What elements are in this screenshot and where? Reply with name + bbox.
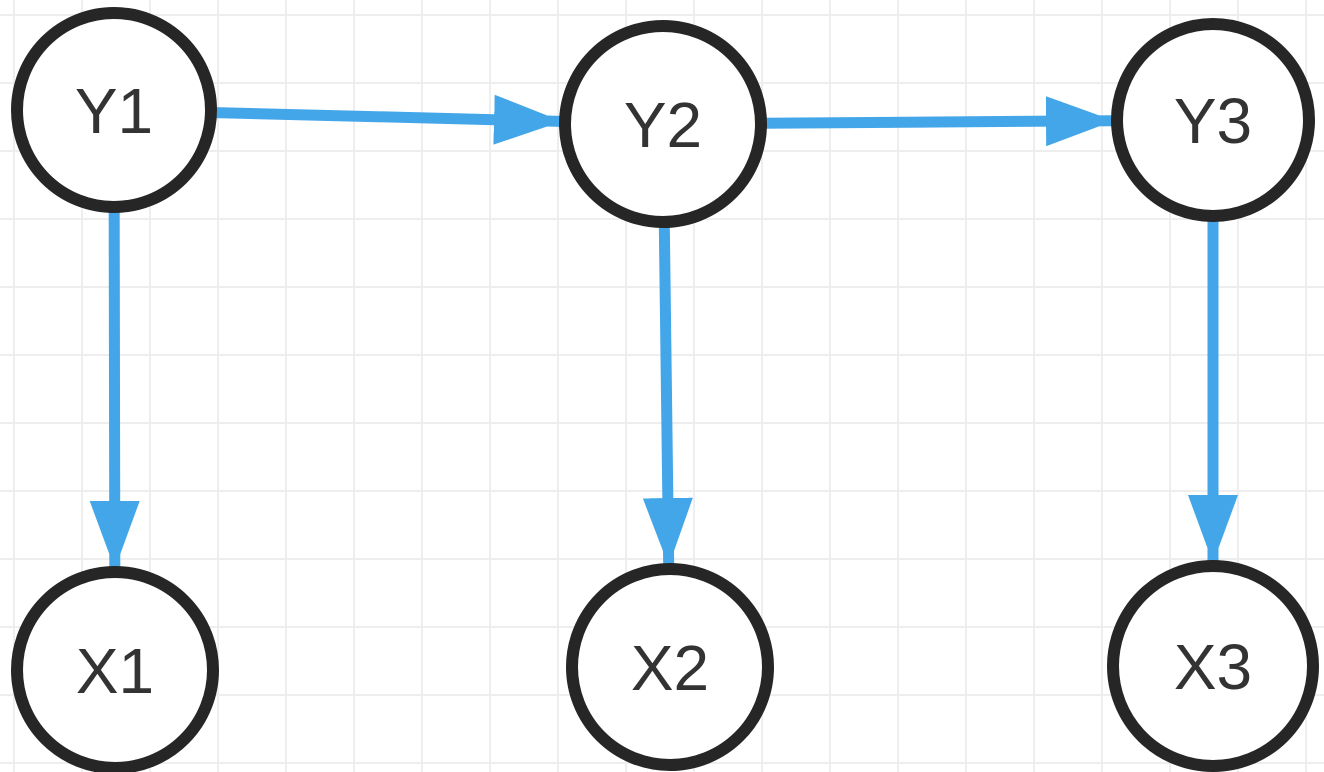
node-Y3[interactable]: Y3 [1111,18,1315,222]
node-Y2[interactable]: Y2 [559,20,767,228]
edge-Y2-X2[interactable] [642,221,693,567]
node-Y2-circle[interactable] [559,20,767,228]
node-X2[interactable]: X2 [566,563,774,771]
node-Y1-circle[interactable] [11,7,217,213]
node-X2-circle[interactable] [566,563,774,771]
node-X3[interactable]: X3 [1107,560,1319,772]
edge-Y2-Y3[interactable] [760,96,1115,147]
node-X1[interactable]: X1 [11,566,219,772]
edge-Y1-X1[interactable] [89,206,140,570]
node-X1-circle[interactable] [11,566,219,772]
edges-layer [89,94,1238,570]
node-Y1[interactable]: Y1 [11,7,217,213]
node-Y3-circle[interactable] [1111,18,1315,222]
edge-Y1-Y2[interactable] [210,94,563,145]
node-X3-circle[interactable] [1107,560,1319,772]
